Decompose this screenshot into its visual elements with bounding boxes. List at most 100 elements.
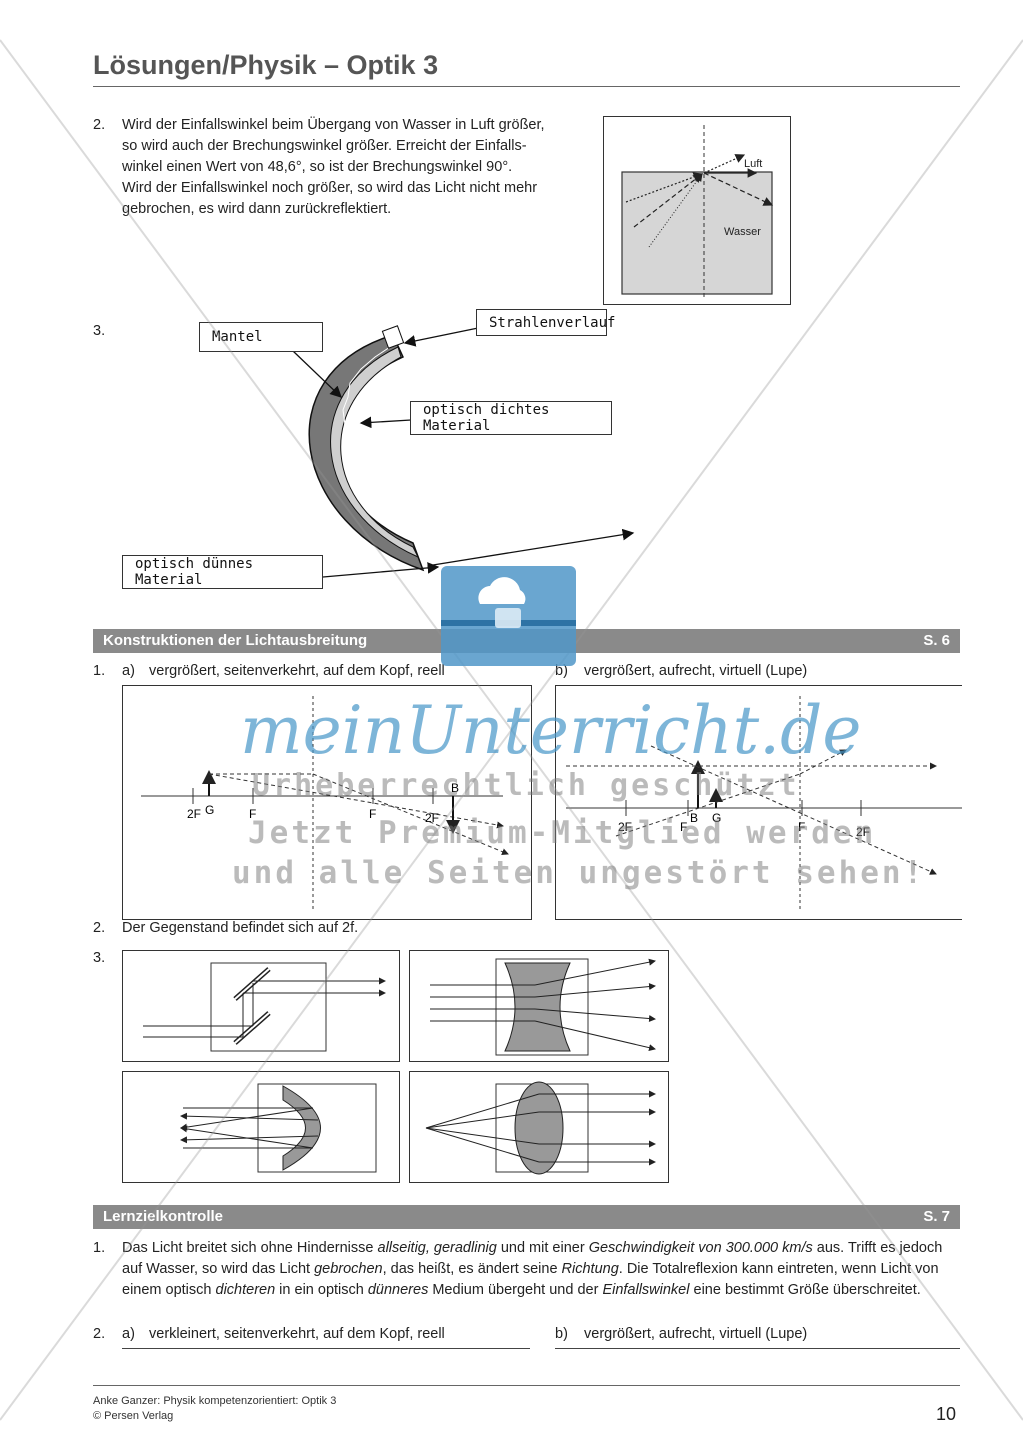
q2-line: gebrochen, es wird dann zurückreflektier…	[122, 201, 392, 217]
lbl-2f-right: 2F	[856, 825, 870, 839]
key-term: Richtung	[561, 1261, 619, 1277]
lbl-f-left: F	[249, 807, 256, 821]
arrow-strahlenverlauf	[403, 326, 484, 347]
lens-diagram-a: 2F G F F 2F B	[122, 685, 532, 920]
lbl-f-right: F	[369, 807, 376, 821]
lbl-f-left: F	[680, 820, 687, 834]
key-term: allseitig, geradlinig	[377, 1240, 497, 1256]
footer-divider	[93, 1385, 960, 1386]
fiber-entry	[381, 325, 405, 349]
lbl-g: G	[205, 803, 214, 817]
s1-q1-number: 1.	[93, 663, 106, 679]
optics-mirrors-svg	[143, 962, 386, 1052]
optics-mirrors	[122, 950, 400, 1062]
lz-q2-number: 2.	[93, 1326, 106, 1342]
lz-q1-answer: Das Licht breitet sich ohne Hindernisse …	[122, 1238, 960, 1301]
section-page: S. 6	[923, 632, 950, 649]
lz-b-text: vergrößert, aufrecht, virtuell (Lupe)	[584, 1326, 808, 1342]
lz-a-text: verkleinert, seitenverkehrt, auf dem Kop…	[149, 1326, 445, 1342]
text-run: Das Licht breitet sich ohne Hindernisse	[122, 1240, 378, 1256]
key-term: dünneres	[367, 1282, 429, 1298]
optics-concave-mirror	[122, 1071, 400, 1183]
ray-incident	[633, 173, 703, 228]
lbl-b: B	[451, 781, 459, 795]
key-term: gebrochen	[314, 1261, 383, 1277]
s1-a-text: vergrößert, seitenverkehrt, auf dem Kopf…	[149, 663, 445, 679]
label-mantel: Mantel	[199, 322, 323, 352]
ray-incident-3	[648, 173, 703, 248]
label-thin-material: optisch dünnes Material	[122, 555, 323, 589]
text-run: in ein optisch	[275, 1282, 368, 1298]
optics-concave-lens	[409, 950, 669, 1062]
answer-line	[555, 1348, 960, 1349]
s1-q2-text: Der Gegenstand befindet sich auf 2f.	[122, 920, 359, 936]
title-divider	[93, 86, 960, 87]
s1-a-label: a)	[122, 663, 135, 679]
q2-line: Wird der Einfallswinkel noch größer, so …	[122, 180, 538, 196]
q2-answer: Wird der Einfallswinkel beim Übergang vo…	[122, 115, 592, 220]
ray-out	[534, 1008, 656, 1022]
air-label: Luft	[744, 158, 762, 170]
convex-lens	[514, 1081, 564, 1175]
section-title: Lernzielkontrolle	[103, 1208, 224, 1225]
water-body	[621, 171, 773, 295]
text-run: aus. Trifft es jedoch auf Wasser, so wir…	[122, 1240, 943, 1277]
answer-line	[122, 1348, 530, 1349]
key-term: Einfallswinkel	[602, 1282, 690, 1298]
text-run: . Die Totalreflexion kann eintreten, wen…	[122, 1261, 939, 1298]
lbl-g: G	[712, 811, 721, 825]
text-run: und mit einer	[496, 1240, 589, 1256]
mirror-top-inner	[234, 968, 270, 1000]
section-page: S. 7	[923, 1208, 950, 1225]
lbl-f-right: F	[798, 820, 805, 834]
concave-mirror	[282, 1085, 321, 1171]
s1-b-label: b)	[555, 663, 568, 679]
s1-b-text: vergrößert, aufrecht, virtuell (Lupe)	[584, 663, 808, 679]
mirror-bottom-inner	[234, 1012, 270, 1044]
reflected-rays	[180, 1107, 319, 1149]
page-title: Lösungen/Physik – Optik 3	[93, 50, 439, 80]
optics-convex-lens	[409, 1071, 669, 1183]
s1-q3-number: 3.	[93, 950, 106, 966]
concave-lens	[504, 962, 571, 1052]
lz-a-label: a)	[122, 1326, 135, 1342]
section-header-lernzielkontrolle: Lernzielkontrolle S. 7	[93, 1205, 960, 1229]
ray-through-focus	[650, 745, 937, 875]
ray-incident-2	[625, 172, 704, 203]
optics-concave-mirror-svg	[180, 1083, 377, 1173]
ray-out	[534, 958, 656, 986]
optics-convex-svg	[425, 1081, 656, 1175]
refraction-svg: Luft Wasser	[621, 125, 774, 297]
footer: Anke Ganzer: Physik kompetenzorientiert:…	[93, 1394, 336, 1424]
q2-line: so wird auch der Brechungswinkel größer.…	[122, 138, 527, 154]
arrow-mantel	[292, 350, 342, 398]
ray-back	[615, 773, 801, 837]
optics-concave-svg	[430, 958, 656, 1056]
fiber-ray-path	[342, 342, 429, 544]
lbl-b: B	[690, 811, 698, 825]
section-header-konstruktionen: Konstruktionen der Lichtausbreitung S. 6	[93, 629, 960, 653]
ray-out	[534, 1020, 656, 1052]
q2-line: Wird der Einfallswinkel beim Übergang vo…	[122, 117, 545, 133]
q3-number: 3.	[93, 323, 106, 339]
text-run: eine bestimmt Größe überschreitet.	[689, 1282, 921, 1298]
lz-b-label: b)	[555, 1326, 568, 1342]
ray-through-focus	[312, 773, 509, 855]
key-term: Geschwindigkeit von 300.000 km/s	[588, 1240, 813, 1256]
arrow-dense	[359, 416, 412, 429]
ray-refracted	[703, 154, 746, 174]
key-term: dichteren	[215, 1282, 276, 1298]
s1-q2-number: 2.	[93, 920, 106, 936]
text-run: Medium übergeht und der	[428, 1282, 603, 1298]
text-run: , das heißt, es ändert seine	[382, 1261, 562, 1277]
diverging-rays-in	[425, 1093, 540, 1163]
lbl-2f-left: 2F	[618, 820, 632, 834]
exit-ray	[432, 528, 635, 566]
footer-credit: Anke Ganzer: Physik kompetenzorientiert:…	[93, 1395, 337, 1407]
frame	[210, 962, 327, 1052]
q2-line: winkel einen Wert von 48,6°, so ist der …	[122, 159, 513, 175]
lbl-2f-right: 2F	[425, 811, 439, 825]
lens-diagram-b-svg: 2F F B G F 2F	[566, 696, 962, 911]
q2-number: 2.	[93, 117, 106, 133]
footer-publisher: © Persen Verlag	[93, 1410, 174, 1422]
